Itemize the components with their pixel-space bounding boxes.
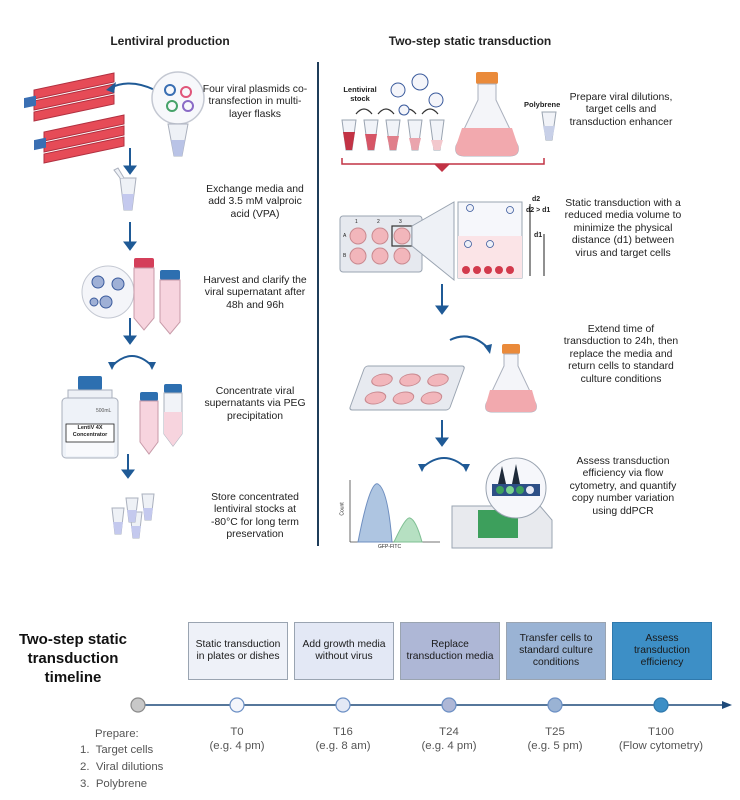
d2-label: d2 [532, 196, 541, 203]
timeline-box-3: Replace transduction media [400, 622, 500, 680]
timeline-dot-t100 [653, 697, 669, 713]
plasmid-tube-icon [151, 71, 205, 157]
dilution-tubes-icon [341, 108, 445, 151]
time-label: T25 [545, 726, 565, 738]
d2-gt-d1-label: d2 > d1 [526, 207, 551, 214]
timeline-point-t0: T0 (e.g. 4 pm) [187, 726, 287, 753]
timeline-axis [130, 697, 732, 713]
right-step-4: Assess transduction efficiency via flow … [569, 456, 677, 517]
left-step-2: Exchange media and add 3.5 mM valproic a… [206, 184, 304, 220]
flow-cytometer-icon [451, 457, 553, 549]
timeline-box-2: Add growth media without virus [294, 622, 394, 680]
plate-col-2: 2 [377, 219, 380, 225]
example-label: (e.g. 8 am) [315, 739, 371, 752]
flow-xlabel: GFP-FITC [378, 544, 402, 550]
time-label: T100 [648, 726, 674, 738]
example-label: (e.g. 4 pm) [421, 739, 477, 752]
six-well-plate-icon [339, 201, 455, 282]
right-section-title: Two-step static transduction [388, 34, 552, 48]
conical-tubes-icon [139, 384, 183, 455]
flow-histogram-chart [349, 480, 440, 543]
example-label: (e.g. 5 pm) [527, 739, 583, 752]
virus-particles-icon [390, 73, 444, 116]
flow-ylabel: Count [339, 502, 346, 516]
prepare-item-2: 2. Viral dilutions [80, 761, 164, 773]
timeline-point-t25: T25 (e.g. 5 pm) [505, 726, 605, 753]
timeline-dot-t25 [547, 697, 563, 713]
time-label: T24 [439, 726, 459, 738]
left-section-title: Lentiviral production [110, 34, 230, 48]
polybrene-label: Polybrene [524, 100, 561, 109]
time-label: T16 [333, 726, 353, 738]
plate-col-1: 1 [355, 219, 358, 225]
timeline-title: Two-step static transduction timeline [18, 631, 128, 686]
right-step-2: Static transduction with a reduced media… [564, 198, 682, 259]
timeline-point-t100: T100 (Flow cytometry) [606, 726, 716, 753]
section-divider [317, 62, 319, 546]
left-step-5: Store concentrated lentiviral stocks at … [211, 492, 299, 541]
stock-label: Lentiviral stock [343, 85, 377, 103]
harvest-tubes-icon [81, 258, 181, 335]
tube-icon [113, 167, 137, 211]
right-step-3: Extend time of transduction to 24h, then… [563, 324, 679, 385]
time-label: T0 [230, 726, 244, 738]
prepare-item-1: 1. Target cells [80, 744, 154, 756]
polybrene-tube-icon [541, 111, 557, 141]
timeline-dot-prepare [130, 697, 146, 713]
left-step-4: Concentrate viral supernatants via PEG p… [204, 386, 306, 422]
storage-tubes-icon [111, 493, 155, 539]
bottle-label: LentiV 4X Concentrator [72, 425, 108, 438]
timeline-point-t16: T16 (e.g. 8 am) [293, 726, 393, 753]
bottle-volume-label: 500mL [96, 408, 112, 414]
timeline-dot-t24 [441, 697, 457, 713]
culture-flask-icon-2 [485, 344, 537, 413]
right-illustrations [339, 72, 557, 549]
timeline-box-4: Transfer cells to standard culture condi… [506, 622, 606, 680]
prepare-item-3: 3. Polybrene [80, 778, 148, 790]
right-step-1: Prepare viral dilutions, target cells an… [569, 92, 673, 128]
culture-flask-icon [455, 72, 519, 157]
timeline-dot-t16 [335, 697, 351, 713]
example-label: (Flow cytometry) [618, 739, 704, 752]
plate-row-b: B [343, 253, 347, 259]
timeline-box-5: Assess transduction efficiency [612, 622, 712, 680]
prepare-title: Prepare: [95, 728, 139, 740]
culture-plate-icon [349, 365, 465, 411]
timeline-box-1: Static transduction in plates or dishes [188, 622, 288, 680]
concentrator-bottle-icon [61, 376, 119, 459]
left-illustrations [24, 71, 205, 539]
zoomed-well-icon [457, 201, 545, 279]
timeline-point-t24: T24 (e.g. 4 pm) [399, 726, 499, 753]
plate-row-a: A [343, 233, 347, 239]
left-step-1: Four viral plasmids co-transfection in m… [202, 84, 308, 120]
example-label: (e.g. 4 pm) [209, 739, 265, 752]
timeline-dot-t0 [229, 697, 245, 713]
multilayer-flask-icon [24, 72, 125, 164]
d1-label: d1 [534, 232, 543, 239]
left-step-3: Harvest and clarify the viral supernatan… [203, 275, 307, 311]
plate-col-3: 3 [399, 219, 402, 225]
